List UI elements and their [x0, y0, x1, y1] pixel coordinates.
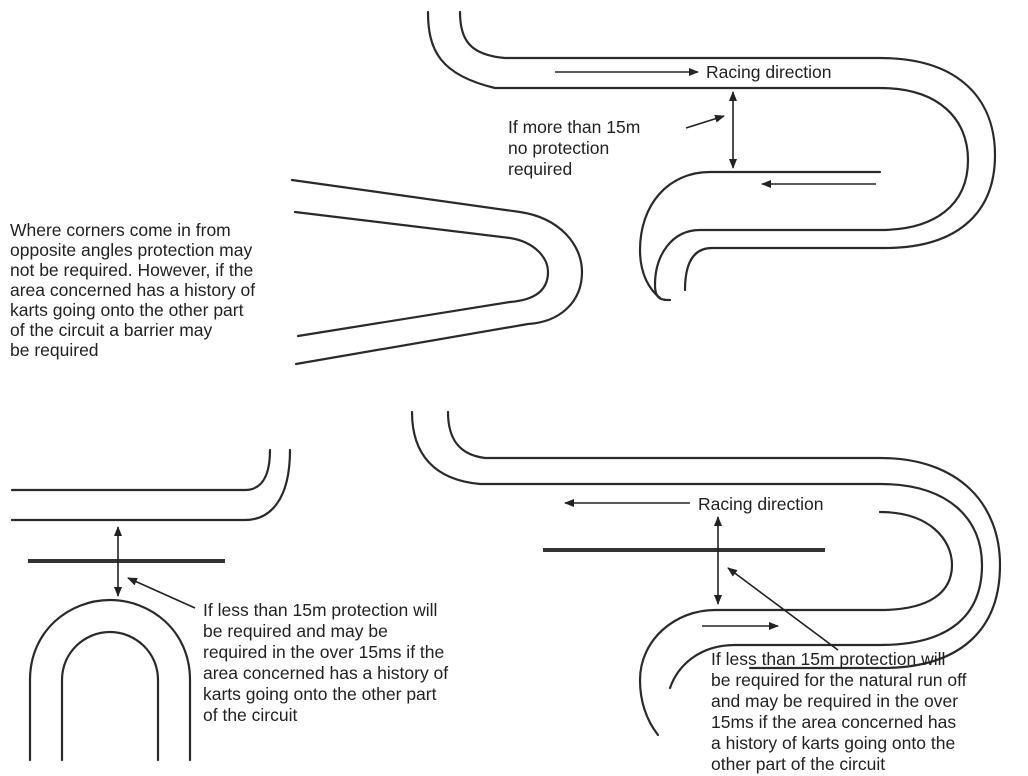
track-outer-edge: [290, 178, 584, 366]
track-inner-edge: [458, 10, 997, 292]
racing-direction-label: Racing direction: [698, 494, 823, 514]
track-lower-inner: [638, 510, 954, 737]
track-top-inner: [10, 448, 292, 522]
track-bottom-u-outer: [28, 598, 192, 762]
middle-left-note: Where corners come in from opposite angl…: [10, 220, 260, 360]
hairpin-top-right: Racing direction If more than 15m no pro…: [426, 10, 997, 302]
track-lower-inner: [638, 170, 882, 300]
top-right-note: If more than 15m no protection required: [508, 117, 645, 179]
hairpin-bottom-right: Racing direction If less than 15m protec…: [410, 410, 1002, 774]
pointer-arrow: [727, 567, 839, 651]
pointer-arrow: [127, 577, 196, 609]
pointer-arrow: [685, 114, 725, 129]
bottom-left-note: If less than 15m protection will be requ…: [203, 600, 453, 725]
hairpin-bottom-left: If less than 15m protection will be requ…: [10, 448, 453, 762]
bottom-right-note: If less than 15m protection will be requ…: [711, 649, 971, 774]
track-inner-edge: [293, 210, 550, 338]
track-outer-edge: [410, 410, 984, 690]
racing-direction-label: Racing direction: [706, 62, 831, 82]
track-outer-edge: [426, 10, 970, 302]
hairpin-middle: Where corners come in from opposite angl…: [10, 178, 584, 366]
track-top-outer: [10, 448, 272, 492]
track-bottom-u-inner: [60, 630, 160, 762]
track-inner-edge: [446, 410, 1002, 670]
